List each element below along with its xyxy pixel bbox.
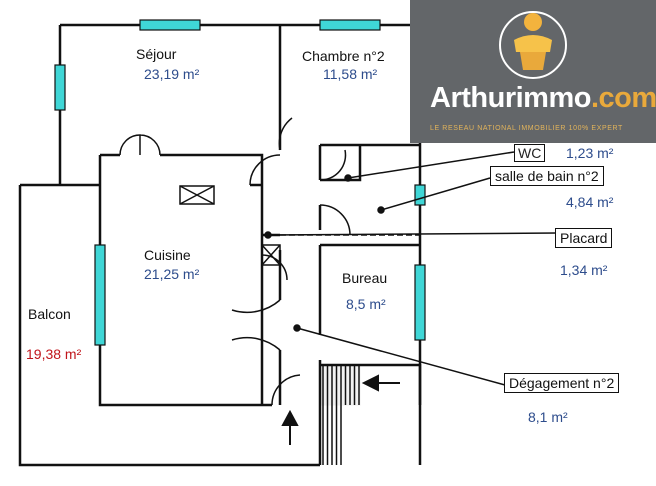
arrows <box>281 374 400 445</box>
room-name-sejour: Séjour <box>136 46 177 62</box>
room-area-balcon: 19,38 m² <box>26 346 82 362</box>
room-area-chambre2: 11,58 m² <box>323 66 378 82</box>
room-name-cuisine: Cuisine <box>144 247 191 263</box>
room-area-sejour: 23,19 m² <box>144 66 200 82</box>
room-area-degagement2: 8,1 m² <box>528 409 568 425</box>
fixtures <box>179 185 420 266</box>
room-area-sdb2: 4,84 m² <box>566 194 614 210</box>
logo-brand: Arthurimmo.com <box>430 82 656 114</box>
room-area-placard: 1,34 m² <box>560 262 608 278</box>
room-area-wc: 1,23 m² <box>566 145 614 161</box>
room-name-chambre2: Chambre n°2 <box>302 48 385 64</box>
stair-steps <box>322 365 360 465</box>
arthurimmo-logo: Arthurimmo.com LE RESEAU NATIONAL IMMOBI… <box>410 0 656 143</box>
label-degagement2: Dégagement n°2 <box>504 373 620 393</box>
doors <box>119 117 351 406</box>
mascot-icon <box>499 11 567 79</box>
leader-lines <box>264 151 558 386</box>
logo-tagline: LE RESEAU NATIONAL IMMOBILIER 100% EXPER… <box>430 125 623 132</box>
room-name-balcon: Balcon <box>28 306 71 322</box>
label-placard: Placard <box>555 228 613 248</box>
room-area-cuisine: 21,25 m² <box>144 266 200 282</box>
room-name-bureau: Bureau <box>342 270 388 286</box>
windows <box>54 19 426 346</box>
staircase <box>319 364 361 406</box>
label-wc: WC <box>514 144 546 162</box>
label-sdb2: salle de bain n°2 <box>490 166 604 186</box>
room-area-bureau: 8,5 m² <box>346 296 386 312</box>
walls <box>18 23 422 467</box>
